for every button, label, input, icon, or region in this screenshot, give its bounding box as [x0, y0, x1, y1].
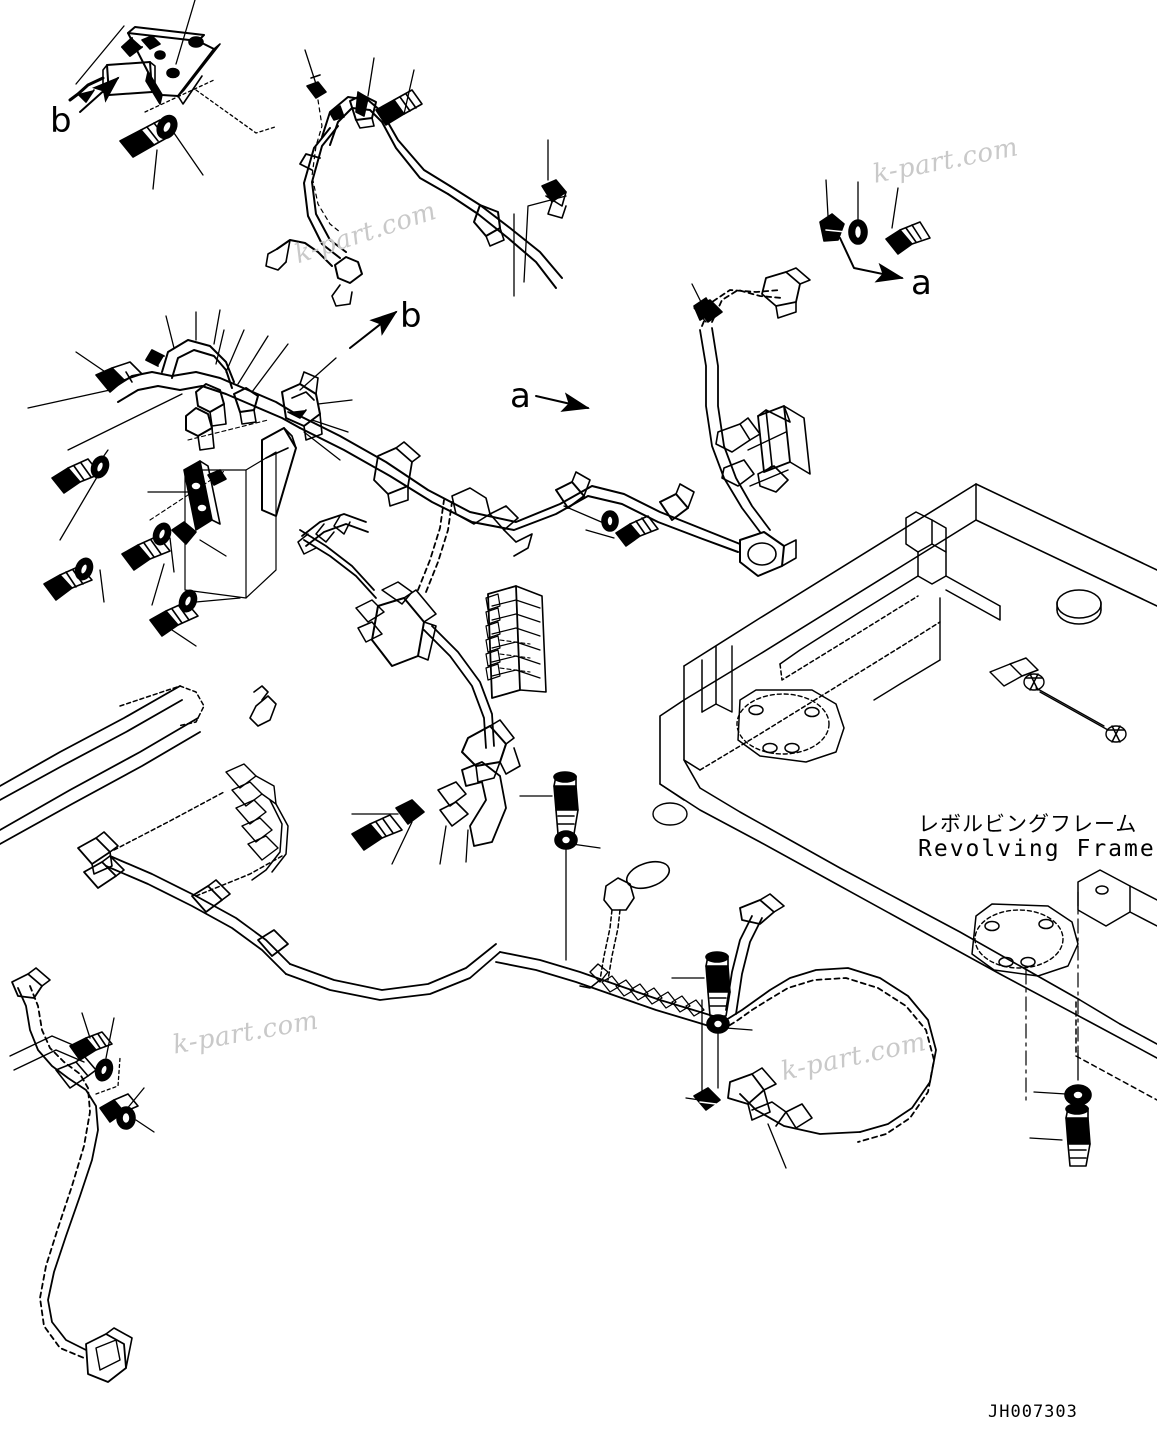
flat-washer	[1064, 1084, 1092, 1106]
flat-washer	[94, 1058, 114, 1082]
flat-washer	[554, 830, 578, 850]
flat-washer	[178, 589, 198, 613]
mounting-boss-lower	[971, 903, 1079, 977]
flat-washer	[706, 1014, 730, 1034]
hex-bolt	[121, 535, 171, 571]
callout-b-center: b	[400, 296, 422, 336]
revolving-frame-label: レボルビングフレーム Revolving Frame	[918, 812, 1156, 863]
wiring-harness-branch-right	[691, 267, 811, 533]
drawing-part-number: JH007303	[988, 1402, 1078, 1422]
callout-arrow-b-top-left	[79, 76, 120, 113]
hydraulic-hose-lower-left	[9, 967, 155, 1383]
hex-bolt	[69, 1031, 113, 1061]
hose-run-lower-left	[0, 685, 501, 1001]
hex-bolt	[553, 771, 579, 835]
hex-bolt	[51, 458, 101, 494]
bracket-plate	[183, 460, 227, 531]
harness-detail-left	[27, 309, 353, 599]
callout-arrow-a-center	[535, 392, 590, 412]
hex-bolt	[885, 221, 931, 255]
fastener-group-left	[43, 449, 241, 647]
callout-arrow-b-center	[349, 310, 398, 349]
cable-bracket	[437, 761, 507, 847]
fastener-bottom-right	[1029, 1049, 1092, 1167]
cable-run-lower-center	[351, 761, 937, 1169]
flat-washer	[152, 522, 172, 546]
bracket-assembly-top-left	[68, 0, 276, 190]
hex-bolt	[615, 515, 659, 547]
callout-b-top-left: b	[50, 101, 72, 141]
revolving-frame-structure	[652, 483, 1157, 1105]
mounting-boss-upper	[736, 689, 845, 763]
wiring-harness-top-center	[265, 49, 567, 307]
flat-washer	[156, 114, 178, 140]
flat-washer	[848, 219, 868, 245]
harness-terminal-left	[225, 763, 289, 881]
clamp-washer-bolt-top-right	[819, 179, 931, 283]
hex-bolt	[375, 89, 423, 126]
frame-label-japanese: レボルビングフレーム	[918, 812, 1138, 836]
frame-label-english: Revolving Frame	[918, 836, 1156, 863]
hex-bolt	[1065, 1103, 1091, 1167]
connector-terminal-block	[485, 585, 547, 699]
callout-a-center: a	[510, 376, 531, 416]
relay-module-box	[757, 405, 811, 475]
wiring-harness-center	[295, 299, 797, 783]
callout-a-top-right: a	[911, 263, 932, 303]
flat-washer	[601, 510, 619, 532]
frame-bolt-bosses	[989, 657, 1127, 743]
hex-bolt	[705, 951, 731, 1017]
flat-washer	[116, 1106, 136, 1130]
flat-washer	[74, 557, 94, 581]
flat-washer	[90, 455, 110, 479]
hex-bolt	[351, 814, 403, 851]
